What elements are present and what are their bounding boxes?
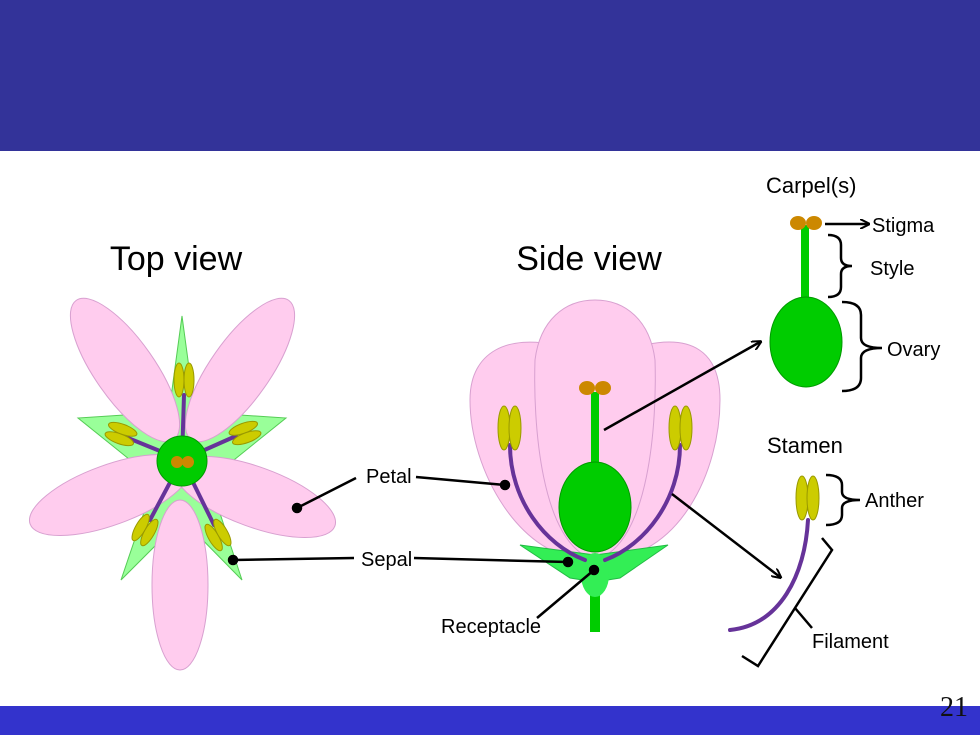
stigma-label: Stigma bbox=[872, 215, 935, 237]
stamen-link-arrow bbox=[671, 493, 780, 577]
sepal-pointer bbox=[227, 554, 574, 568]
top-view-anthers bbox=[104, 362, 262, 552]
stamen-title: Stamen bbox=[767, 433, 843, 458]
side-view-anthers bbox=[497, 405, 693, 451]
carpel-title: Carpel(s) bbox=[766, 173, 856, 198]
style-bracket bbox=[827, 233, 853, 299]
anther-bracket bbox=[825, 473, 861, 527]
top-view-flower bbox=[28, 297, 337, 671]
filament-label: Filament bbox=[812, 631, 889, 653]
slide-footer-bar bbox=[0, 706, 980, 735]
carpel-detail bbox=[769, 216, 843, 388]
slide-header-bar bbox=[0, 0, 980, 151]
side-view-style bbox=[591, 392, 599, 472]
side-view-ovary bbox=[558, 461, 632, 553]
filament-bracket bbox=[741, 537, 834, 668]
style-label: Style bbox=[870, 258, 914, 280]
page-number: 21 bbox=[940, 692, 968, 723]
top-view-stigma bbox=[171, 456, 194, 468]
ovary-label: Ovary bbox=[887, 339, 940, 361]
sepal-label: Sepal bbox=[361, 549, 412, 571]
side-view-title: Side view bbox=[516, 240, 662, 278]
stamen-detail bbox=[728, 475, 820, 632]
carpel-link-arrow bbox=[603, 342, 760, 432]
side-view-filaments bbox=[508, 443, 682, 562]
side-view-stigma bbox=[579, 381, 611, 395]
receptacle-label: Receptacle bbox=[441, 616, 541, 638]
ovary-bracket bbox=[841, 300, 883, 393]
top-view-petals bbox=[28, 297, 337, 671]
petal-pointer bbox=[291, 475, 511, 514]
top-view-title: Top view bbox=[110, 240, 243, 278]
side-view-flower bbox=[469, 299, 721, 632]
anther-label: Anther bbox=[865, 490, 924, 512]
petal-label: Petal bbox=[366, 466, 412, 488]
receptacle-pointer bbox=[536, 564, 600, 619]
